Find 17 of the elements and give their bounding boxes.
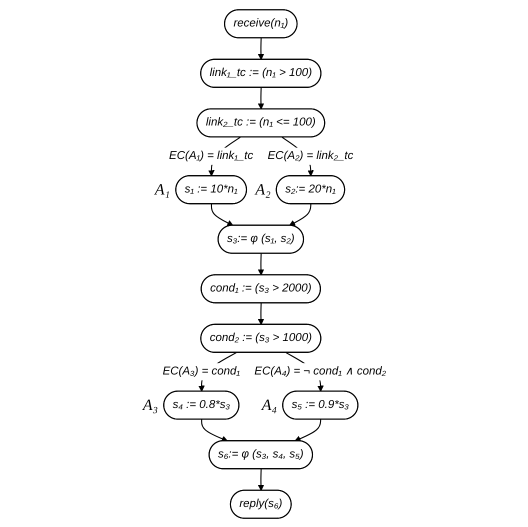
arrow	[201, 418, 228, 442]
edge-label: EC(A₄) = ¬ cond₁ ∧ cond₂	[254, 364, 386, 377]
activity-label: A₂	[255, 181, 271, 198]
activity-label: A₁	[154, 181, 170, 198]
arrow	[258, 87, 264, 109]
activity-label: A₃	[142, 396, 158, 414]
edge-label: EC(A₃) = cond₁	[162, 364, 240, 377]
arrow	[258, 38, 264, 60]
edge-label: EC(A₂) = link₂_tc	[268, 149, 354, 162]
arrow	[288, 204, 312, 226]
activity-label: A₄	[262, 396, 277, 414]
arrow	[258, 302, 264, 324]
arrow	[258, 468, 264, 490]
arrow	[210, 204, 234, 226]
arrow	[258, 253, 264, 275]
edge-label: EC(A₁) = link₁_tc	[169, 149, 254, 162]
arrow	[294, 418, 322, 442]
